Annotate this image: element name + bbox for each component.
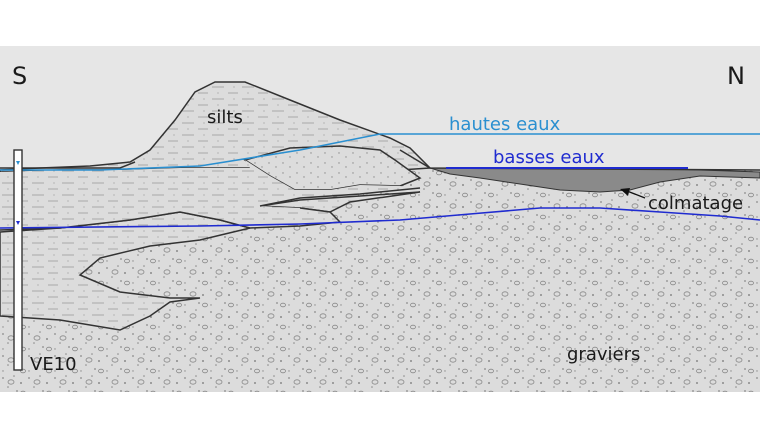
label-well: VE10 [30, 354, 77, 375]
ground-surface [0, 149, 760, 171]
clogging-arrow-line [626, 190, 646, 199]
label-silts: silts [207, 107, 243, 128]
label-south: S [12, 62, 27, 90]
label-clogging: colmatage [648, 193, 743, 214]
silt-left-body [0, 160, 420, 230]
label-north: N [727, 62, 745, 90]
high-water-line [0, 133, 760, 171]
well-low-water-marker [16, 221, 20, 225]
label-gravels: graviers [567, 344, 640, 365]
label-high-water: hautes eaux [449, 114, 561, 135]
clogging-arrow-head [620, 188, 630, 196]
low-water-table [0, 207, 760, 229]
well-high-water-marker [16, 161, 20, 165]
silt-outline-a [259, 187, 421, 207]
well-ve10 [13, 149, 23, 371]
silt-outline-b [0, 207, 342, 231]
label-low-water: basses eaux [493, 147, 605, 168]
